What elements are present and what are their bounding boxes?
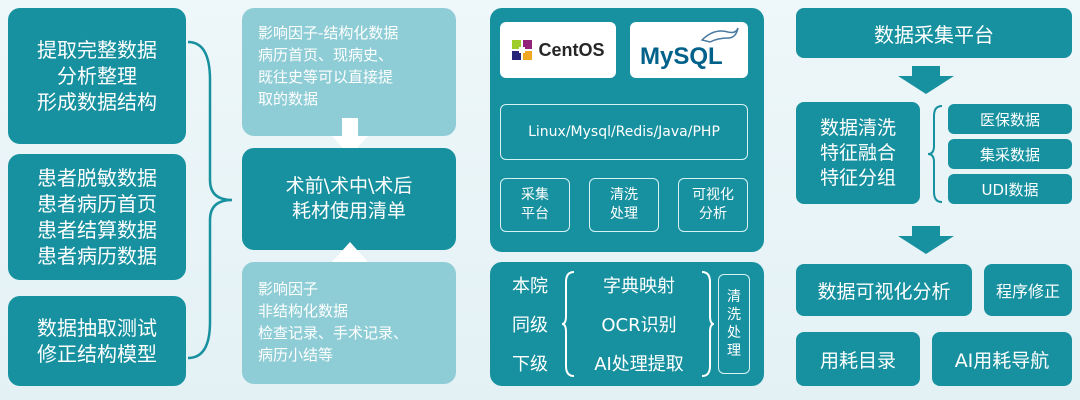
collection-module-text: 采集 平台 — [521, 187, 549, 222]
ai-navigation-box: AI用耗导航 — [932, 332, 1072, 386]
level-item: 下级 — [512, 354, 548, 375]
source-label: UDI数据 — [981, 180, 1039, 199]
patient-data-text: 患者脱敏数据 患者病历首页 患者结算数据 患者病历数据 — [37, 166, 157, 268]
mysql-logo-card: MySQL — [630, 22, 748, 78]
unstructured-factor-text: 影响因子 非结构化数据 检查记录、手术记录、 病历小结等 — [258, 280, 409, 364]
source-label: 医保数据 — [979, 110, 1040, 129]
visual-analysis-box: 数据可视化分析 — [796, 264, 972, 316]
collection-platform-text: 数据采集平台 — [874, 22, 994, 47]
mysql-logo-text: MySQL — [640, 43, 723, 70]
visual-module-text: 可视化 分析 — [692, 187, 734, 222]
tech-stack-text: Linux/Mysql/Redis/Java/PHP — [528, 124, 720, 140]
extraction-test-text: 数据抽取测试 修正结构模型 — [37, 316, 157, 366]
procurement-data: 集采数据 — [948, 139, 1072, 169]
level-list: 本院 同级 下级 — [500, 272, 560, 376]
cleaning-module-box: 清洗 处理 — [589, 178, 659, 232]
structured-factor-box: 影响因子-结构化数据 病历首页、现病史、 既往史等可以直接提 取的数据 — [242, 8, 456, 136]
down-arrow-icon — [898, 66, 954, 94]
cleaning-fusion-text: 数据清洗 特征融合 特征分组 — [819, 116, 896, 189]
level-item: 同级 — [512, 315, 548, 336]
sources-brace — [927, 105, 943, 203]
udi-data: UDI数据 — [948, 174, 1072, 204]
consumables-list-text: 术前\术中\术后 耗材使用清单 — [285, 175, 413, 222]
method-item: AI处理提取 — [594, 354, 684, 375]
program-fix-text: 程序修正 — [995, 282, 1060, 301]
dolphin-icon — [700, 27, 739, 43]
ai-navigation-text: AI用耗导航 — [954, 349, 1050, 372]
clean-process-text: 清 洗 处 理 — [727, 289, 741, 359]
patient-data-box: 患者脱敏数据 患者病历首页 患者结算数据 患者病历数据 — [8, 154, 186, 280]
level-item: 本院 — [512, 276, 548, 297]
method-item: 字典映射 — [603, 276, 675, 297]
cleaning-module-text: 清洗 处理 — [610, 187, 638, 222]
consumables-catalog-text: 用耗目录 — [819, 349, 896, 372]
extract-data-text: 提取完整数据 分析整理 形成数据结构 — [37, 38, 157, 114]
visual-module-box: 可视化 分析 — [678, 178, 748, 232]
centos-logo-card: CentOS — [500, 22, 616, 78]
consumables-catalog-box: 用耗目录 — [796, 332, 920, 386]
cleaning-fusion-box: 数据清洗 特征融合 特征分组 — [796, 102, 920, 204]
extraction-test-box: 数据抽取测试 修正结构模型 — [8, 296, 186, 386]
program-fix-box: 程序修正 — [984, 264, 1072, 316]
left-small-brace — [562, 271, 575, 377]
method-list: 字典映射 OCR识别 AI处理提取 — [582, 272, 696, 376]
arrow-up-icon — [332, 242, 368, 280]
centos-logo-text: CentOS — [538, 39, 605, 60]
visual-analysis-text: 数据可视化分析 — [817, 280, 951, 303]
collection-module-box: 采集 平台 — [500, 178, 570, 232]
medical-insurance-data: 医保数据 — [948, 104, 1072, 134]
source-label: 集采数据 — [979, 145, 1040, 164]
centos-logo-icon — [512, 40, 533, 60]
structured-factor-text: 影响因子-结构化数据 病历首页、现病史、 既往史等可以直接提 取的数据 — [258, 24, 399, 108]
clean-process-box: 清 洗 处 理 — [718, 274, 750, 374]
tech-stack-box: Linux/Mysql/Redis/Java/PHP — [500, 104, 748, 160]
down-arrow-icon — [898, 226, 954, 254]
arrow-down-icon — [332, 118, 368, 156]
consumables-list-box: 术前\术中\术后 耗材使用清单 — [242, 148, 456, 250]
method-item: OCR识别 — [601, 315, 677, 336]
right-small-brace — [701, 271, 714, 377]
unstructured-factor-box: 影响因子 非结构化数据 检查记录、手术记录、 病历小结等 — [242, 262, 456, 384]
extract-data-box: 提取完整数据 分析整理 形成数据结构 — [8, 8, 186, 144]
collection-platform-box: 数据采集平台 — [796, 8, 1072, 58]
left-brace-connector — [187, 40, 233, 360]
